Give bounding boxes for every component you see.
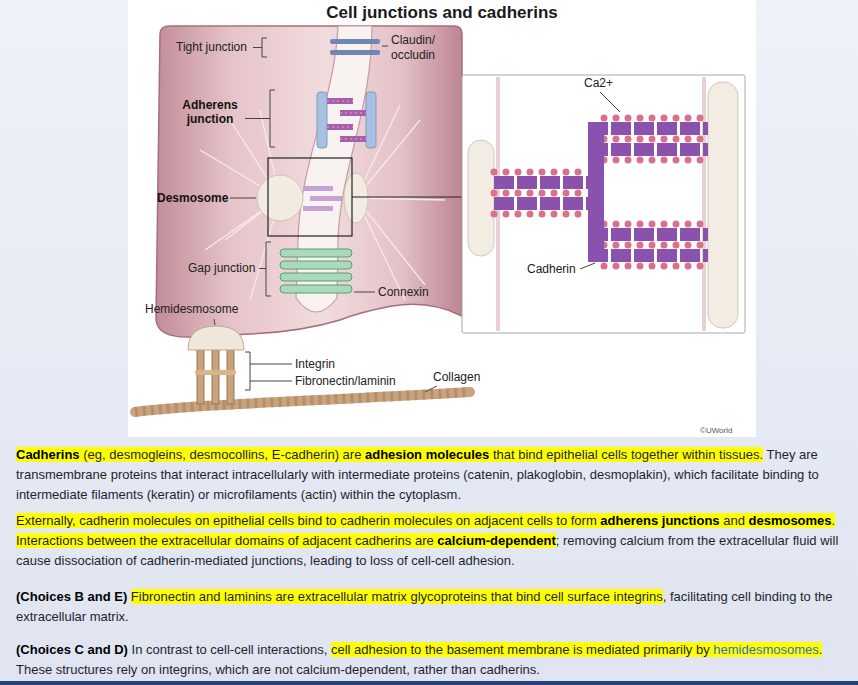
- part-label: Cadherin: [527, 262, 576, 277]
- text-run: Cadherins: [16, 447, 80, 462]
- fibronectin: [195, 370, 236, 375]
- explanation-paragraph: (Choices B and E) Fibronectin and lamini…: [16, 587, 848, 627]
- part-label: Collagen: [433, 370, 480, 385]
- text-run: hemidesmosomes: [713, 642, 819, 657]
- part-label: Adherens junction: [178, 98, 242, 126]
- zoom-line: [352, 196, 462, 197]
- explanation-paragraph: Externally, cadherin molecules on epithe…: [16, 511, 848, 571]
- text-run: These structures rely on integrins, whic…: [16, 662, 540, 677]
- text-run: .: [832, 513, 836, 528]
- leader-line: [253, 38, 388, 57]
- part-label: Gap junction: [188, 261, 255, 276]
- bottom-rule: [0, 681, 858, 685]
- leader-line: [245, 90, 275, 147]
- claudin-strand: [330, 39, 380, 44]
- explanation-paragraph: (Choices C and D) In contrast to cell-ce…: [16, 640, 848, 680]
- calcium-ions: [494, 118, 708, 266]
- integrin: [212, 350, 219, 404]
- part-label: Connexin: [378, 285, 429, 300]
- e-cadherin: [327, 101, 366, 139]
- text-run: adhesion molecules: [365, 447, 489, 462]
- cell-membrane: [702, 77, 706, 331]
- claudin-strand: [330, 50, 380, 55]
- part-label: Claudin/ occludin: [391, 33, 443, 63]
- connexon: [280, 261, 352, 269]
- inset-frame: [462, 75, 745, 333]
- text-run: adherens junctions: [600, 513, 719, 528]
- part-label: Desmosome: [157, 191, 228, 206]
- text-run: Fibronectin and laminins are extracellul…: [131, 589, 663, 604]
- connexon: [280, 285, 352, 293]
- calcium-beads: [327, 101, 366, 139]
- part-label: Ca2+: [584, 76, 613, 91]
- text-run: In contrast to cell-cell interactions,: [132, 642, 331, 657]
- part-label: Integrin: [295, 357, 335, 372]
- desmosomal-cadherin: [303, 189, 342, 209]
- cadherin-chain: [588, 122, 604, 262]
- desmosome-plaque: [468, 140, 494, 256]
- epithelial-cells: [156, 26, 462, 337]
- text-run: (Choices B and E): [16, 589, 131, 604]
- leader-line: [214, 319, 437, 392]
- collagen-twist: [135, 392, 470, 412]
- integrin: [197, 350, 204, 404]
- connexon: [280, 273, 352, 281]
- text-run: cell adhesion to the basement membrane i…: [331, 642, 713, 657]
- part-label: Fibronectin/laminin: [295, 374, 396, 389]
- part-label: Hemidesmosome: [145, 302, 238, 317]
- desmosome-plaque: [344, 173, 368, 223]
- connexon: [280, 249, 352, 257]
- zoom-box: [268, 158, 352, 236]
- integrin: [227, 350, 234, 404]
- text-run: and: [720, 513, 749, 528]
- text-run: (Choices C and D): [16, 642, 132, 657]
- text-run: that bind epithelial cells together with…: [489, 447, 763, 462]
- hemidesmosome: [188, 326, 244, 350]
- leader-line: [580, 92, 620, 269]
- text-run: Externally, cadherin molecules on epithe…: [16, 513, 600, 528]
- text-run: (eg, desmogleins, desmocollins, E-cadher…: [80, 447, 365, 462]
- desmosome-plaque: [708, 82, 738, 328]
- desmosome-plaque: [257, 175, 303, 221]
- explanation-paragraph: Cadherins (eg, desmogleins, desmocollins…: [16, 445, 848, 505]
- text-run: desmosomes: [748, 513, 831, 528]
- collagen-fiber: [135, 392, 470, 412]
- text-run: calcium-dependent: [437, 533, 555, 548]
- leader-line: [259, 242, 375, 296]
- text-run: Interactions between the extracellular d…: [16, 533, 437, 548]
- figure-panel: [128, 0, 756, 437]
- part-label: ©UWorld: [700, 426, 732, 436]
- leader-line: [230, 198, 256, 199]
- adherens-plaque: [317, 92, 327, 148]
- adherens-plaque: [366, 92, 376, 148]
- part-label: Tight junction: [176, 40, 247, 55]
- figure-title: Cell junctions and cadherins: [128, 3, 756, 23]
- text-run: .: [819, 642, 823, 657]
